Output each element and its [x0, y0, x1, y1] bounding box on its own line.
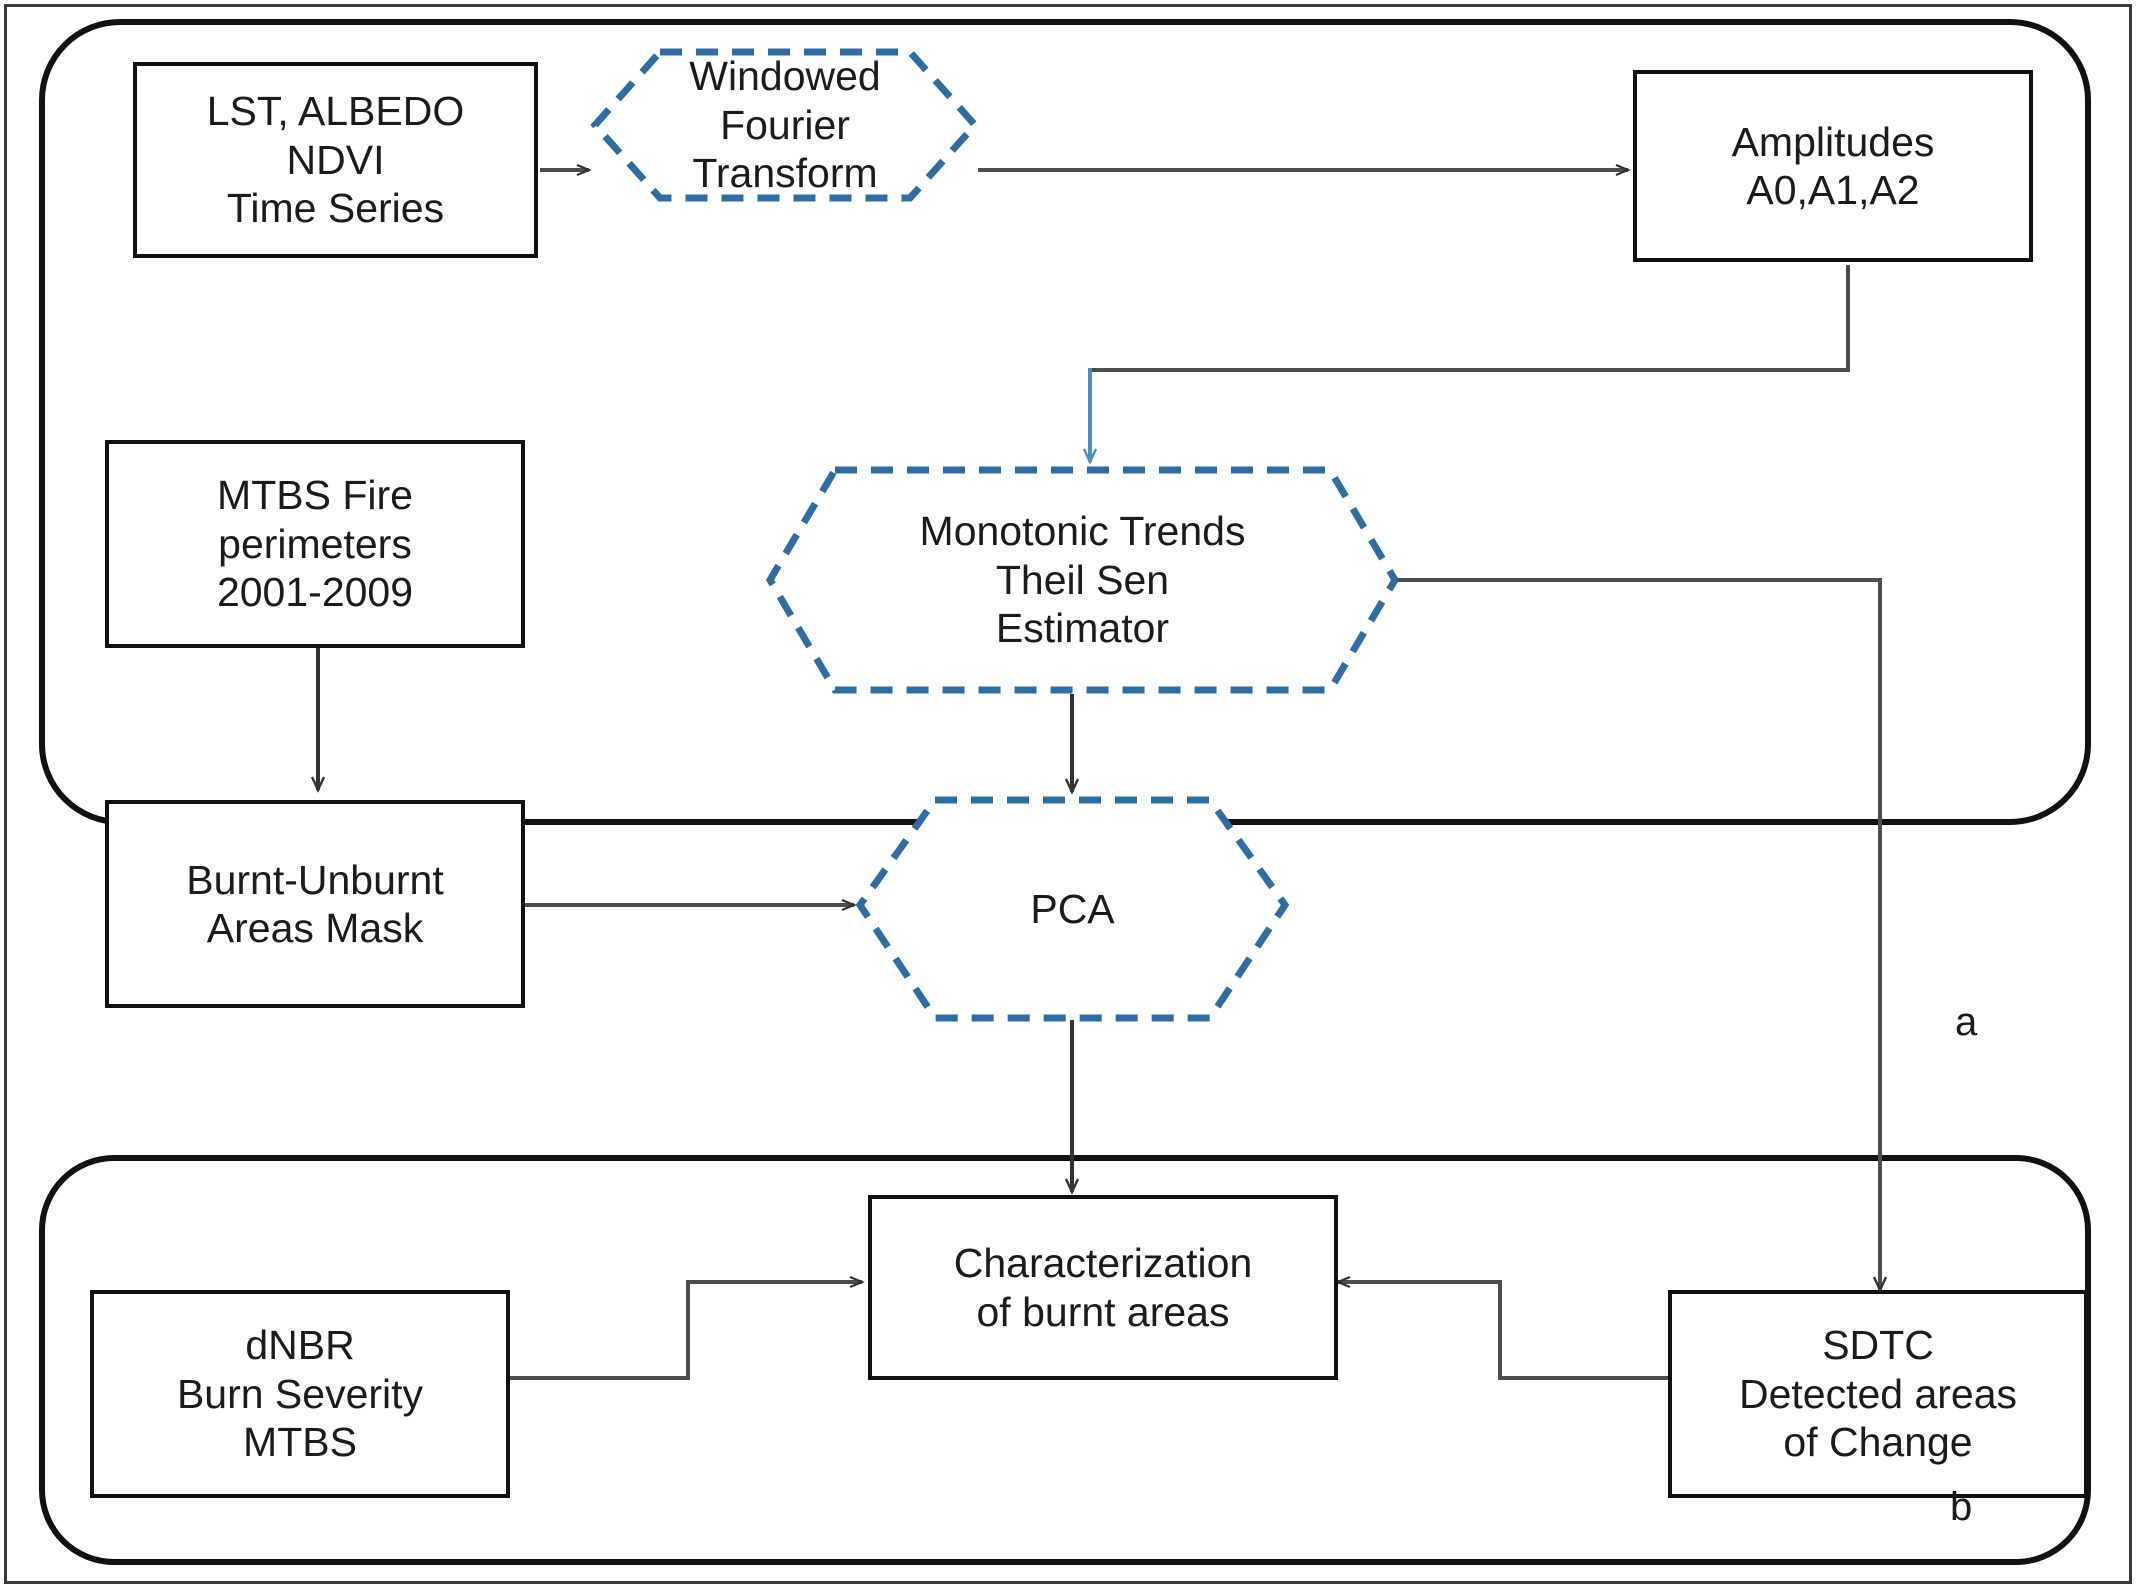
- node-label: MTBS Fire perimeters 2001-2009: [216, 472, 414, 616]
- node-label: PCA: [1030, 885, 1115, 932]
- node-monotonic-trends[interactable]: Monotonic Trends Theil Sen Estimator: [770, 470, 1395, 690]
- node-sdtc[interactable]: SDTC Detected areas of Change: [1668, 1290, 2088, 1498]
- node-pca[interactable]: PCA: [860, 800, 1285, 1018]
- panel-label-b: b: [1950, 1485, 1973, 1529]
- node-amplitudes[interactable]: Amplitudes A0,A1,A2: [1633, 70, 2033, 262]
- hexagon-monotonic-trends: [765, 466, 1400, 694]
- node-dnbr-burn-severity[interactable]: dNBR Burn Severity MTBS: [90, 1290, 510, 1498]
- edge-trends-to-sdtc: [1397, 578, 1880, 1290]
- hexagon-pca: [855, 796, 1290, 1022]
- hexagon-windowed-fourier-transform: [590, 48, 980, 202]
- figure-outer-frame: [4, 4, 2132, 1584]
- node-label: Amplitudes A0,A1,A2: [1731, 118, 1935, 213]
- panel-b-border: [39, 1155, 2091, 1565]
- edge-sdtc-to-characterization: [1338, 1282, 1668, 1380]
- node-burnt-unburnt-mask[interactable]: Burnt-Unburnt Areas Mask: [105, 800, 525, 1008]
- node-lst-albedo-ndvi[interactable]: LST, ALBEDO NDVI Time Series: [133, 62, 538, 258]
- node-mtbs-fire-perimeters[interactable]: MTBS Fire perimeters 2001-2009: [105, 440, 525, 648]
- node-label: dNBR Burn Severity MTBS: [176, 1322, 424, 1466]
- node-label: Burnt-Unburnt Areas Mask: [186, 856, 444, 951]
- edge-dnbr-to-characterization: [510, 1282, 862, 1380]
- edge-amplitudes-to-trends-h: [1090, 265, 1850, 372]
- node-label: Characterization of burnt areas: [953, 1240, 1253, 1335]
- node-label: Windowed Fourier Transform: [689, 53, 881, 197]
- node-label: Monotonic Trends Theil Sen Estimator: [919, 508, 1246, 652]
- node-windowed-fourier-transform[interactable]: Windowed Fourier Transform: [595, 52, 975, 198]
- node-label: SDTC Detected areas of Change: [1738, 1322, 2018, 1466]
- panel-label-a: a: [1955, 1000, 1978, 1044]
- node-label: LST, ALBEDO NDVI Time Series: [206, 88, 465, 232]
- node-characterization[interactable]: Characterization of burnt areas: [868, 1195, 1338, 1380]
